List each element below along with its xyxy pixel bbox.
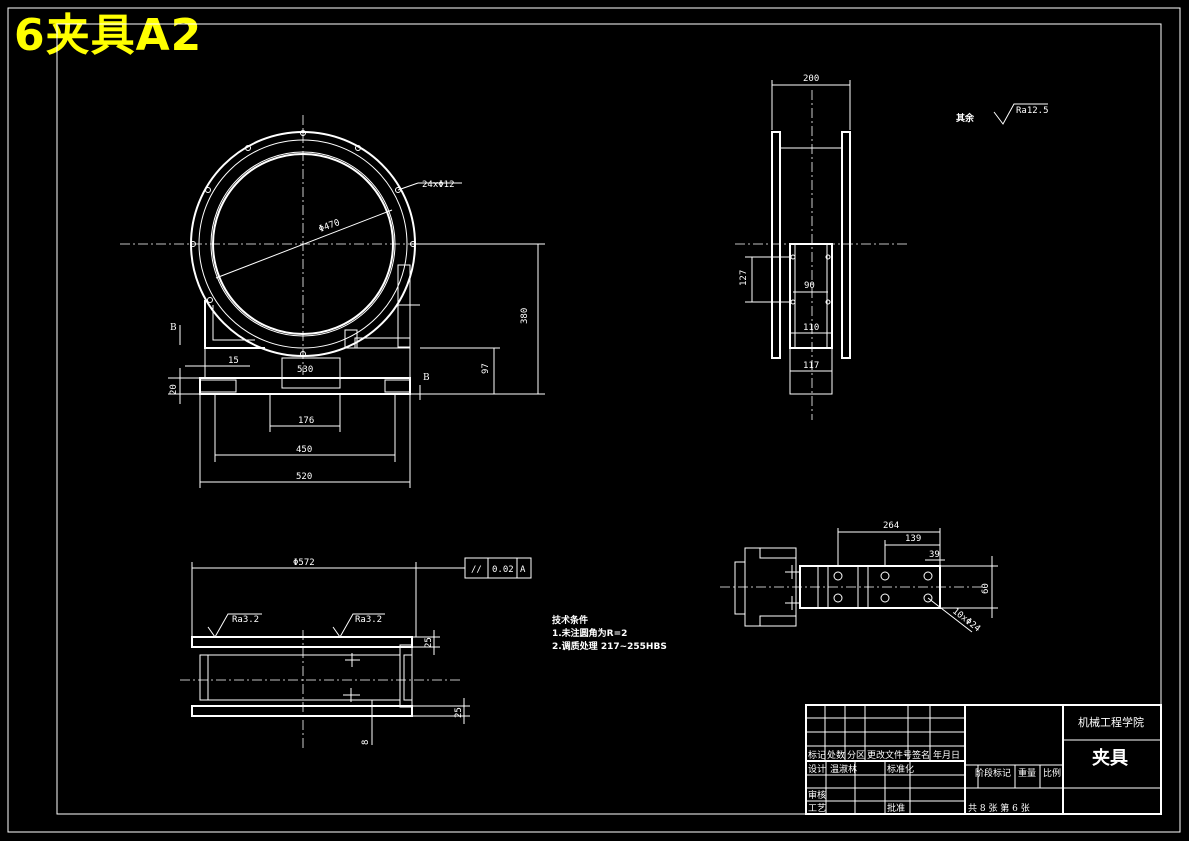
tb-signature: 签名 xyxy=(912,749,930,761)
tb-scale: 比例 xyxy=(1043,767,1061,779)
dim-w110: 110 xyxy=(803,323,819,333)
tech-req-title: 技术条件 xyxy=(552,614,588,626)
roughness-b: Ra3.2 xyxy=(355,615,382,625)
dim-inner: 530 xyxy=(297,365,313,375)
dim-dia572: Φ572 xyxy=(293,558,315,568)
dim-w90: 90 xyxy=(804,281,815,291)
tb-change-doc: 更改文件号 xyxy=(867,749,912,761)
tb-drawing-name: 夹具 xyxy=(1092,747,1128,769)
dim-base-h: 97 xyxy=(481,363,491,374)
tb-stage-mark: 阶段标记 xyxy=(975,767,1011,779)
tech-req-line2: 2.调质处理 217~255HBS xyxy=(552,640,667,652)
section-b-left: B xyxy=(170,323,177,333)
tb-standardize: 标准化 xyxy=(887,763,914,775)
roughness-a: Ra3.2 xyxy=(232,615,259,625)
tb-count: 处数 xyxy=(827,749,845,761)
dim-thk: 20 xyxy=(169,384,179,395)
page-title: 6夹具A2 xyxy=(14,10,203,61)
tb-school: 机械工程学院 xyxy=(1078,715,1144,729)
tb-date: 年月日 xyxy=(933,749,960,761)
tol-symbol: // xyxy=(471,565,482,575)
dim-bore: Φ470 xyxy=(318,218,342,235)
dim-h25a: 25 xyxy=(424,637,434,648)
dim-w450: 450 xyxy=(296,445,312,455)
dim-h25b: 25 xyxy=(454,707,464,718)
tb-designer: 温淑林 xyxy=(830,763,857,775)
dim-offset: 15 xyxy=(228,356,239,366)
title-block: 机械工程学院 夹具 标记 处数 分区 更改文件号 签名 年月日 设计 温淑林 标… xyxy=(805,704,1162,815)
dim-w264: 264 xyxy=(883,521,899,531)
dim-h60: 60 xyxy=(981,583,991,594)
tol-value: 0.02 xyxy=(492,565,514,575)
side-view: 200 127 90 110 117 xyxy=(735,74,908,420)
dim-w200: 200 xyxy=(803,74,819,84)
section-b-right: B xyxy=(423,373,430,383)
dim-h127: 127 xyxy=(739,270,749,286)
tb-design: 设计 xyxy=(808,763,826,775)
roughness-other-value: Ra12.5 xyxy=(1016,106,1049,116)
inner-frame xyxy=(56,23,1162,815)
tb-process: 工艺 xyxy=(808,803,826,814)
outer-frame xyxy=(7,7,1181,833)
tol-datum: A xyxy=(520,565,526,575)
tb-mark: 标记 xyxy=(808,749,826,761)
dim-w520: 520 xyxy=(296,472,312,482)
roughness-other: 其余 Ra12.5 xyxy=(956,103,1049,125)
tech-requirements: 技术条件 1.未注圆角为R=2 2.调质处理 217~255HBS xyxy=(552,614,667,652)
section-view: Φ572 // 0.02 A Ra3.2 Ra3.2 25 25 8 xyxy=(180,557,532,750)
dim-height: 380 xyxy=(520,308,530,324)
dim-w117: 117 xyxy=(803,361,819,371)
tb-review: 审核 xyxy=(808,789,826,801)
dim-plan-holes: 10xΦ24 xyxy=(950,606,982,634)
dim-w39: 39 xyxy=(929,550,940,560)
dim-h8: 8 xyxy=(361,740,371,745)
tech-req-line1: 1.未注圆角为R=2 xyxy=(552,627,627,639)
tb-sheets: 共 8 张 第 6 张 xyxy=(968,802,1030,814)
tb-approve: 批准 xyxy=(887,802,905,814)
dim-w176: 176 xyxy=(298,416,314,426)
plan-view: 264 139 39 60 10xΦ24 xyxy=(720,521,998,634)
dim-holes: 24xΦ12 xyxy=(422,180,455,190)
roughness-other-label: 其余 xyxy=(956,112,975,124)
tb-weight: 重量 xyxy=(1018,767,1036,779)
tb-zone: 分区 xyxy=(847,750,865,761)
dim-w139: 139 xyxy=(905,534,921,544)
front-view: Φ470 24xΦ12 B B 380 97 20 xyxy=(120,115,545,488)
